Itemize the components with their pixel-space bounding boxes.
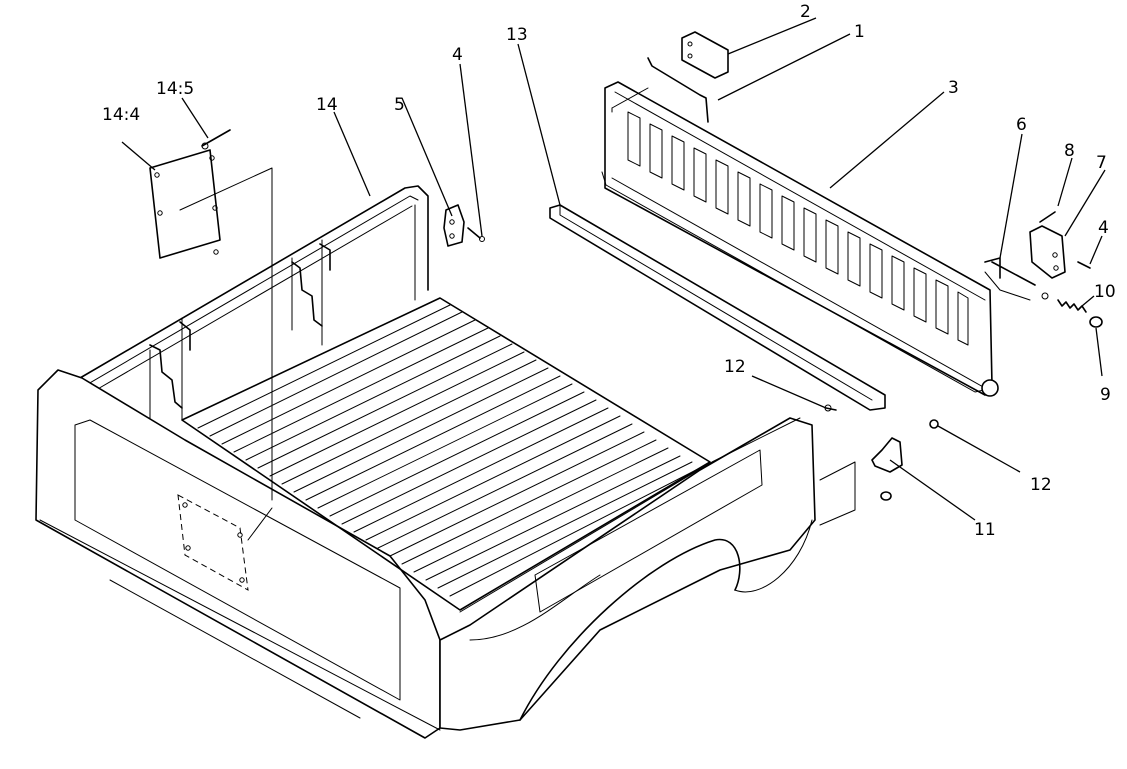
callout-14-4: 14:4 (102, 105, 140, 125)
callout-1: 1 (854, 22, 865, 42)
cargo-bed (35, 185, 816, 739)
callout-12-left: 12 (724, 357, 746, 377)
id-plate (149, 149, 221, 259)
leader-lines (121, 17, 1106, 521)
callout-7: 7 (1096, 153, 1107, 173)
callout-4-left: 4 (452, 45, 463, 65)
screw-right (1077, 261, 1091, 269)
screw-8 (1039, 211, 1056, 223)
bracket-right (1029, 225, 1066, 279)
screw-12-right (929, 419, 939, 429)
screw-left (467, 227, 481, 239)
callout-13: 13 (506, 25, 528, 45)
callout-4-right: 4 (1098, 218, 1109, 238)
washer (1089, 316, 1103, 328)
callout-10: 10 (1094, 282, 1116, 302)
callout-14: 14 (316, 95, 338, 115)
latch-rod (647, 57, 709, 123)
callout-5: 5 (394, 95, 405, 115)
hinge-bracket (443, 204, 465, 247)
callout-11: 11 (974, 520, 996, 540)
callout-3: 3 (948, 78, 959, 98)
callout-14-5: 14:5 (156, 79, 194, 99)
callout-2: 2 (800, 2, 811, 22)
callout-8: 8 (1064, 141, 1075, 161)
bracket-top (681, 31, 729, 79)
spring (1057, 299, 1087, 313)
callout-6: 6 (1016, 115, 1027, 135)
callout-9: 9 (1100, 385, 1111, 405)
callout-12-right: 12 (1030, 475, 1052, 495)
tailgate (601, 81, 999, 397)
clip-bracket (871, 437, 903, 473)
